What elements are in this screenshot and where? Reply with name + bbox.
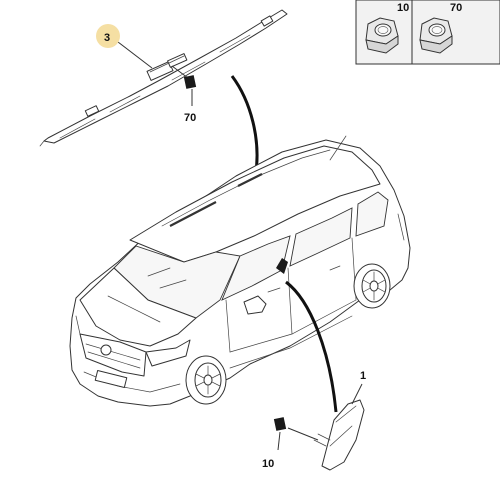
callout-3-leader [117, 41, 153, 69]
nut-10-label: 10 [397, 2, 409, 14]
car-bonnet [79, 267, 197, 347]
side-airbag-pointer [285, 280, 338, 413]
side-fastener-label-leader [277, 431, 281, 451]
callout-3-highlight [96, 24, 120, 48]
car-rear-side-window [289, 207, 353, 267]
car-seat-airbag-location [276, 258, 288, 274]
car-quarter-window [355, 191, 389, 237]
callout-3-label: 3 [104, 32, 110, 44]
car-rear-wheel [353, 263, 391, 309]
car-number-plate [94, 370, 128, 388]
curtain-airbag-bracket [146, 53, 188, 81]
side-fastener-marker [273, 417, 287, 431]
car-illustration [69, 135, 411, 407]
callout-1-label: 1 [360, 370, 366, 382]
side-fastener-leader [287, 427, 319, 441]
curtain-fastener-label: 70 [184, 112, 196, 124]
car-headlight [145, 339, 191, 367]
car-badge [100, 344, 112, 356]
car-roof [129, 145, 381, 263]
curtain-fastener-marker [183, 75, 197, 89]
fastener-panel: 10 70 [355, 0, 500, 65]
nut-70-label: 70 [450, 2, 462, 14]
curtain-airbag [39, 9, 288, 147]
callout-1-leader [351, 383, 363, 405]
side-fastener-label: 10 [262, 458, 274, 470]
curtain-airbag-pointer [230, 75, 259, 179]
side-airbag [313, 399, 365, 471]
curtain-fastener-leader [171, 65, 189, 79]
nut-70-icon [419, 17, 453, 54]
nut-10-icon [365, 17, 399, 54]
car-front-wheel [185, 355, 227, 405]
car-grille [79, 333, 147, 377]
car-side-mirror [243, 295, 267, 315]
